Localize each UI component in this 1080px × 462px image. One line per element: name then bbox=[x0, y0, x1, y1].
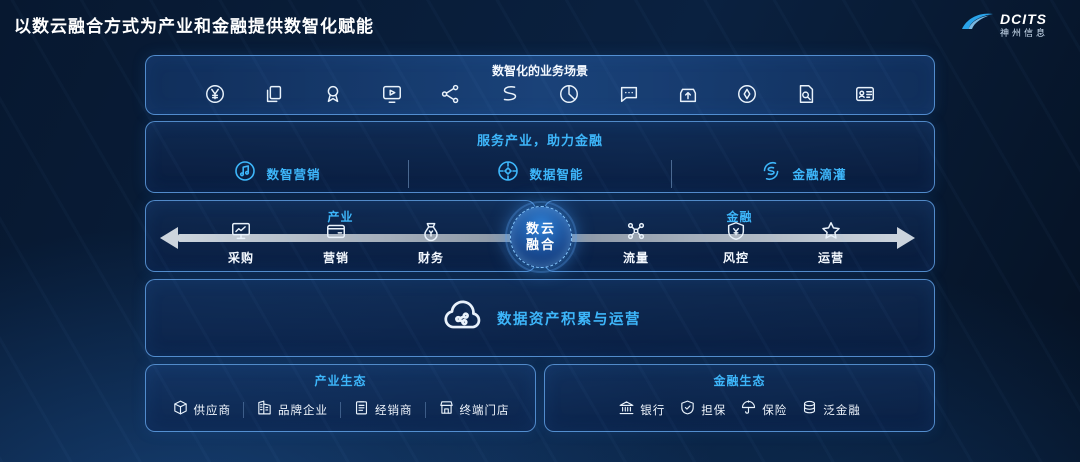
industry-flow-panel: 产业 采购 营销 财务 bbox=[145, 200, 536, 272]
fusion-text-line1: 数云 bbox=[525, 220, 556, 236]
service-label: 数据智能 bbox=[529, 168, 584, 182]
data-asset-panel: 数据资产积累与运营 bbox=[145, 279, 935, 357]
logo-text: DCITS 神州信息 bbox=[1000, 12, 1048, 38]
risk-shield-icon bbox=[725, 222, 747, 246]
procurement-monitor-icon bbox=[230, 222, 252, 246]
network-share-icon bbox=[440, 83, 462, 105]
data-intelligence-icon bbox=[496, 159, 520, 188]
flow-node-label: 采购 bbox=[227, 251, 254, 265]
flow-node-label: 风控 bbox=[722, 251, 749, 265]
services-row: 数智营销 数据智能 金融滴灌 bbox=[146, 159, 934, 188]
industry-ecosystem-row: 供应商 品牌企业 经销商 终端门店 bbox=[146, 399, 535, 421]
flow-node-operations: 运营 bbox=[799, 220, 863, 266]
divider bbox=[424, 402, 426, 418]
service-item-data-intelligence: 数据智能 bbox=[409, 159, 671, 188]
eco-item-label: 品牌企业 bbox=[278, 405, 328, 417]
service-label: 数智营销 bbox=[266, 168, 321, 182]
id-card-icon bbox=[854, 83, 876, 105]
flow-node-label: 财务 bbox=[417, 251, 444, 265]
eco-item-insurance: 保险 bbox=[740, 399, 787, 421]
finance-ecosystem-row: 银行 担保 保险 泛金融 bbox=[545, 399, 934, 421]
right-arrowhead bbox=[897, 227, 915, 249]
medal-icon bbox=[322, 83, 344, 105]
eco-item-label: 银行 bbox=[640, 405, 666, 417]
left-arrowhead bbox=[160, 227, 178, 249]
scenarios-panel: 数智化的业务场景 bbox=[145, 55, 935, 115]
page-title: 以数云融合方式为产业和金融提供数智化赋能 bbox=[14, 17, 374, 36]
finance-title: 金融 bbox=[726, 210, 753, 224]
data-asset-label: 数据资产积累与运营 bbox=[497, 311, 641, 328]
pie-chart-icon bbox=[558, 83, 580, 105]
divider bbox=[408, 159, 409, 188]
traffic-network-icon bbox=[625, 222, 647, 246]
marketing-wallet-icon bbox=[325, 224, 347, 246]
flow-node-label: 运营 bbox=[817, 251, 844, 265]
data-flow-icon bbox=[499, 83, 521, 105]
distributor-list-icon bbox=[353, 399, 370, 421]
finance-irrigation-icon bbox=[759, 159, 783, 188]
scenarios-title: 数智化的业务场景 bbox=[491, 64, 588, 78]
flow-node-label: 流量 bbox=[622, 251, 649, 265]
scenarios-icon-row bbox=[146, 83, 934, 105]
pan-finance-coins-icon bbox=[801, 399, 818, 421]
yen-coin-icon bbox=[204, 83, 226, 105]
divider bbox=[243, 402, 244, 418]
eco-item-supplier: 供应商 bbox=[172, 399, 232, 421]
services-panel: 服务产业，助力金融 数智营销 数据智能 金融滴灌 bbox=[145, 121, 935, 193]
eco-item-terminal-store: 终端门店 bbox=[438, 399, 510, 421]
terminal-shop-icon bbox=[438, 399, 455, 421]
logo-swoosh-icon bbox=[960, 10, 994, 39]
eco-item-label: 泛金融 bbox=[823, 405, 861, 417]
finance-moneybag-icon bbox=[420, 222, 442, 246]
eco-item-label: 担保 bbox=[701, 405, 727, 417]
finance-ecosystem-title: 金融生态 bbox=[713, 374, 766, 388]
flow-node-traffic: 流量 bbox=[604, 220, 668, 266]
video-player-icon bbox=[381, 83, 403, 105]
industry-ecosystem-panel: 产业生态 供应商 品牌企业 经销商 终端门店 bbox=[145, 364, 536, 432]
fusion-text-line2: 融合 bbox=[525, 237, 556, 252]
eco-item-distributor: 经销商 bbox=[353, 399, 413, 421]
insurance-umbrella-icon bbox=[740, 399, 757, 421]
doc-search-icon bbox=[795, 83, 817, 105]
service-label: 金融滴灌 bbox=[792, 168, 847, 182]
divider bbox=[671, 159, 672, 188]
services-title: 服务产业，助力金融 bbox=[476, 133, 603, 148]
service-item-finance-irrigation: 金融滴灌 bbox=[672, 159, 934, 188]
supplier-box-icon bbox=[172, 399, 189, 421]
eco-item-pan-finance: 泛金融 bbox=[801, 399, 861, 421]
eco-item-brand: 品牌企业 bbox=[256, 399, 328, 421]
dcits-logo: DCITS 神州信息 bbox=[960, 10, 1048, 39]
industry-arrow bbox=[178, 234, 514, 242]
finance-ecosystem-panel: 金融生态 银行 担保 保险 泛金融 bbox=[544, 364, 935, 432]
smart-marketing-icon bbox=[233, 159, 257, 188]
service-item-marketing: 数智营销 bbox=[146, 159, 408, 188]
data-cloud-fusion-hub: 数云 融合 bbox=[505, 201, 577, 273]
flow-node-marketing: 营销 bbox=[304, 220, 368, 266]
eco-item-label: 供应商 bbox=[193, 405, 231, 417]
industry-title: 产业 bbox=[327, 210, 354, 224]
logo-brand: DCITS bbox=[999, 10, 1047, 27]
compass-icon bbox=[736, 83, 758, 105]
divider bbox=[340, 402, 341, 418]
bank-icon bbox=[618, 399, 635, 421]
finance-flow-panel: 金融 流量 风控 运营 bbox=[544, 200, 935, 272]
flow-node-label: 营销 bbox=[322, 251, 349, 265]
eco-item-label: 经销商 bbox=[375, 405, 413, 417]
cloud-data-icon bbox=[439, 299, 485, 338]
industry-ecosystem-title: 产业生态 bbox=[314, 374, 367, 388]
brand-building-icon bbox=[256, 399, 273, 421]
eco-item-label: 终端门店 bbox=[459, 405, 510, 417]
flow-node-procurement: 采购 bbox=[209, 220, 273, 266]
operation-star-icon bbox=[820, 222, 842, 246]
eco-item-guarantee: 担保 bbox=[679, 399, 726, 421]
chat-bubble-icon bbox=[618, 83, 640, 105]
flow-node-risk: 风控 bbox=[704, 220, 768, 266]
eco-item-label: 保险 bbox=[762, 405, 788, 417]
guarantee-shield-icon bbox=[679, 399, 696, 421]
copy-docs-icon bbox=[263, 83, 285, 105]
eco-item-bank: 银行 bbox=[618, 399, 665, 421]
box-upload-icon bbox=[677, 83, 699, 105]
logo-company-name: 神州信息 bbox=[999, 27, 1048, 38]
flow-node-finance: 财务 bbox=[399, 220, 463, 266]
